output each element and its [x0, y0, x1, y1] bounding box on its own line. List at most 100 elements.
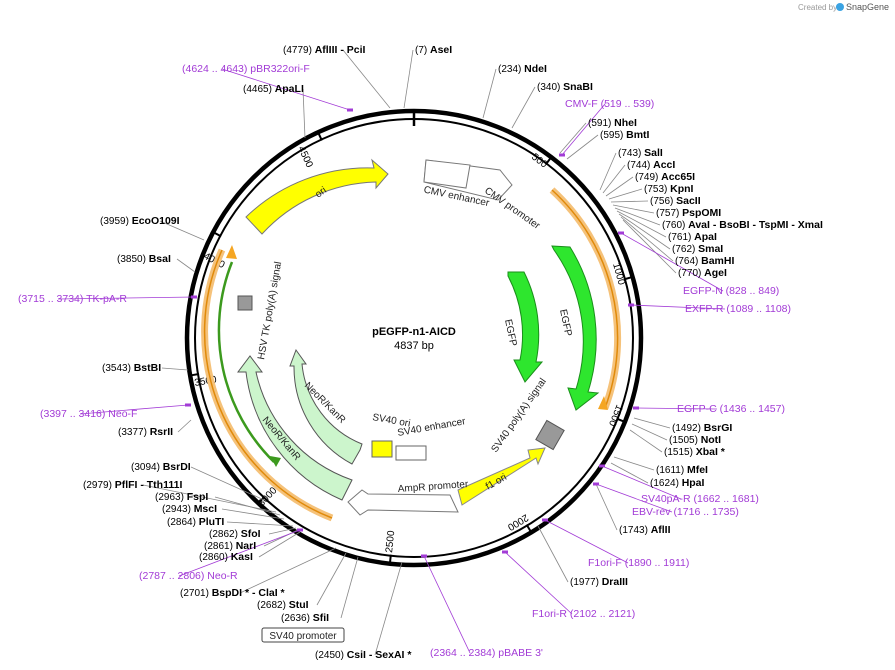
site-label-avai[interactable]: (760) AvaI - BsoBI - TspMI - XmaI: [662, 219, 823, 231]
site-labels: (4779) AflIII - PciI (7) AseI (234) NdeI (3…: [18, 44, 823, 661]
leader-sfii: [340, 556, 359, 619]
site-name-acci: AccI: [653, 159, 675, 171]
site-label-sali[interactable]: (743) SalI: [618, 147, 663, 159]
site-name-pspomi: PspOMI: [682, 207, 721, 219]
site-label-apai[interactable]: (761) ApaI: [668, 231, 717, 243]
site-label-ndei[interactable]: (234) NdeI: [498, 63, 547, 75]
site-label-fspi[interactable]: (2963) FspI: [155, 491, 208, 503]
neokan-inner-arrow[interactable]: [289, 348, 363, 465]
site-label-rsrii[interactable]: (3377) RsrII: [118, 426, 173, 438]
site-name-acc65i: Acc65I: [661, 171, 695, 183]
site-pos-agei: (770): [678, 268, 704, 279]
site-pos-rsrii: (3377): [118, 427, 150, 438]
site-label-stui[interactable]: (2682) StuI: [257, 599, 309, 611]
sv40-ori-box[interactable]: [371, 440, 393, 458]
hsv-tk-polya-block[interactable]: [237, 295, 253, 311]
site-label-sacii[interactable]: (756) SacII: [650, 195, 701, 207]
f1-ori-arrow[interactable]: [457, 447, 546, 506]
primer-name-pbabe3: pBABE 3': [498, 647, 543, 659]
sv40-polya-block[interactable]: [535, 419, 565, 451]
site-label-bmti[interactable]: (595) BmtI: [600, 129, 650, 141]
orange-arc-egfp-arrowhead: [598, 396, 608, 410]
site-label-sfii[interactable]: (2636) SfiI: [281, 612, 329, 624]
primer-mark-neo_f: [185, 403, 191, 407]
egfp-inner-arrow[interactable]: [507, 271, 544, 383]
cmv-enhancer-box[interactable]: [423, 159, 471, 189]
sv40-promoter-box[interactable]: [261, 627, 345, 643]
site-label-nari[interactable]: (2861) NarI: [204, 540, 256, 552]
site-label-pluti[interactable]: (2864) PluTI: [167, 516, 224, 528]
primer-label-f1ori_f[interactable]: F1ori-F (1890 .. 1911): [588, 557, 689, 569]
site-label-msci[interactable]: (2943) MscI: [162, 503, 217, 515]
site-label-aflii[interactable]: (1743) AflII: [619, 524, 671, 536]
primer-name-neo_r: Neo-R: [207, 570, 238, 582]
site-label-bsrdi[interactable]: (3094) BsrDI: [131, 461, 191, 473]
primer-label-neo_r[interactable]: (2787 .. 2806) Neo-R: [139, 570, 238, 582]
egfp-outer-arrow[interactable]: [551, 245, 600, 411]
site-name-bamhi: BamHI: [701, 255, 734, 267]
orange-arc-egfp-edge: [551, 189, 619, 409]
primer-leader-exfp_r: [630, 304, 726, 310]
primer-label-pbr322ori_f[interactable]: (4624 .. 4643) pBR322ori-F: [182, 63, 310, 75]
site-name-afliii_pcii: AflIII - PciI: [315, 44, 366, 56]
site-label-draiii[interactable]: (1977) DraIII: [570, 576, 628, 588]
site-name-hpai: HpaI: [682, 477, 705, 489]
ori-arrow[interactable]: [245, 158, 389, 235]
primer-leader-f1ori_f: [544, 519, 629, 564]
primer-label-pbabe3[interactable]: (2364 .. 2384) pBABE 3': [430, 647, 543, 659]
site-label-nhei[interactable]: (591) NheI: [588, 117, 637, 129]
site-name-ndei: NdeI: [524, 63, 547, 75]
primer-leader-neo_r: [178, 529, 301, 577]
site-label-xbai[interactable]: (1515) XbaI *: [664, 446, 726, 458]
site-label-asei[interactable]: (7) AseI: [415, 44, 452, 56]
primer-name-tkpa_r: TK-pA-R: [86, 293, 127, 305]
site-name-bstbi: BstBI: [134, 362, 162, 374]
site-label-mfei[interactable]: (1611) MfeI: [656, 464, 708, 476]
label-sv40-promoter: SV40 promoter: [269, 631, 337, 642]
site-label-csii[interactable]: (2450) CsiI - SexAI *: [315, 649, 412, 661]
primer-label-egfp_n[interactable]: EGFP-N (828 .. 849): [683, 285, 779, 297]
site-name-fspi: FspI: [187, 491, 209, 503]
site-name-bsai: BsaI: [149, 253, 171, 265]
leader-xbai: [629, 429, 663, 453]
site-name-noti: NotI: [701, 434, 721, 446]
leader-pflfi: [142, 484, 277, 513]
site-label-bsai[interactable]: (3850) BsaI: [117, 253, 171, 265]
site-label-kpni[interactable]: (753) KpnI: [644, 183, 694, 195]
site-pos-hpai: (1624): [650, 478, 682, 489]
site-label-acc65i[interactable]: (749) Acc65I: [635, 171, 695, 183]
neokan-outer-arrow[interactable]: [237, 355, 353, 501]
site-label-smai[interactable]: (762) SmaI: [672, 243, 723, 255]
site-label-afliii_pcii[interactable]: (4779) AflIII - PciI: [283, 44, 366, 56]
ampr-promoter-arrow[interactable]: [347, 489, 459, 516]
primer-label-sv40pa_r[interactable]: SV40pA-R (1662 .. 1681): [641, 493, 759, 505]
site-label-hpai[interactable]: (1624) HpaI: [650, 477, 705, 489]
site-label-apali[interactable]: (4465) ApaLI: [243, 83, 304, 95]
primer-label-ebv_rev[interactable]: EBV-rev (1716 .. 1735): [632, 506, 739, 518]
site-label-pspomi[interactable]: (757) PspOMI: [656, 207, 721, 219]
site-label-bsrgi[interactable]: (1492) BsrGI: [672, 422, 732, 434]
site-label-snabi[interactable]: (340) SnaBI: [537, 81, 593, 93]
primer-label-f1ori_r[interactable]: F1ori-R (2102 .. 2121): [532, 608, 635, 620]
site-label-agei[interactable]: (770) AgeI: [678, 267, 727, 279]
primer-label-exfp_r[interactable]: EXFP-R (1089 .. 1108): [685, 303, 791, 315]
site-label-acci[interactable]: (744) AccI: [627, 159, 675, 171]
primer-name-pbr322ori_f: pBR322ori-F: [250, 63, 310, 75]
site-label-ecoo109i[interactable]: (3959) EcoO109I: [100, 215, 180, 227]
site-label-bspdi[interactable]: (2701) BspDI * - ClaI *: [180, 587, 286, 599]
site-label-bstbi[interactable]: (3543) BstBI: [102, 362, 161, 374]
primer-name-cmv_f: CMV-F: [565, 98, 601, 110]
site-label-kasi[interactable]: (2860) KasI: [199, 551, 253, 563]
site-label-pflfi[interactable]: (2979) PflFI - Tth111I: [83, 479, 182, 491]
site-label-sfoi[interactable]: (2862) SfoI: [209, 528, 261, 540]
leader-sfoi: [268, 527, 297, 535]
sv40-enhancer-box[interactable]: [395, 445, 427, 461]
primer-label-tkpa_r[interactable]: (3715 .. 3734) TK-pA-R: [18, 293, 127, 305]
primer-label-cmv_f[interactable]: CMV-F (519 .. 539): [565, 98, 654, 110]
site-label-noti[interactable]: (1505) NotI: [669, 434, 721, 446]
site-label-bamhi[interactable]: (764) BamHI: [675, 255, 734, 267]
primer-label-egfp_c[interactable]: EGFP-C (1436 .. 1457): [677, 403, 785, 415]
leader-bstbi: [161, 367, 189, 371]
leader-snabi: [511, 86, 536, 129]
primer-label-neo_f[interactable]: (3397 .. 3416) Neo-F: [40, 408, 137, 420]
